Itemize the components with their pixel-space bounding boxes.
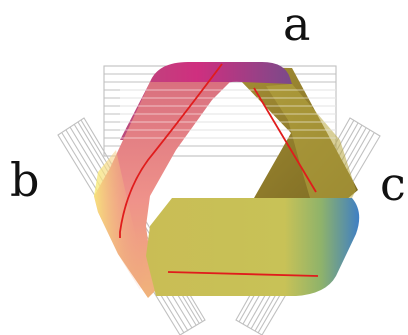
olive-bottom-band	[146, 198, 359, 296]
label-b: b	[10, 153, 39, 207]
label-c: c	[380, 157, 406, 211]
label-a: a	[283, 0, 310, 51]
